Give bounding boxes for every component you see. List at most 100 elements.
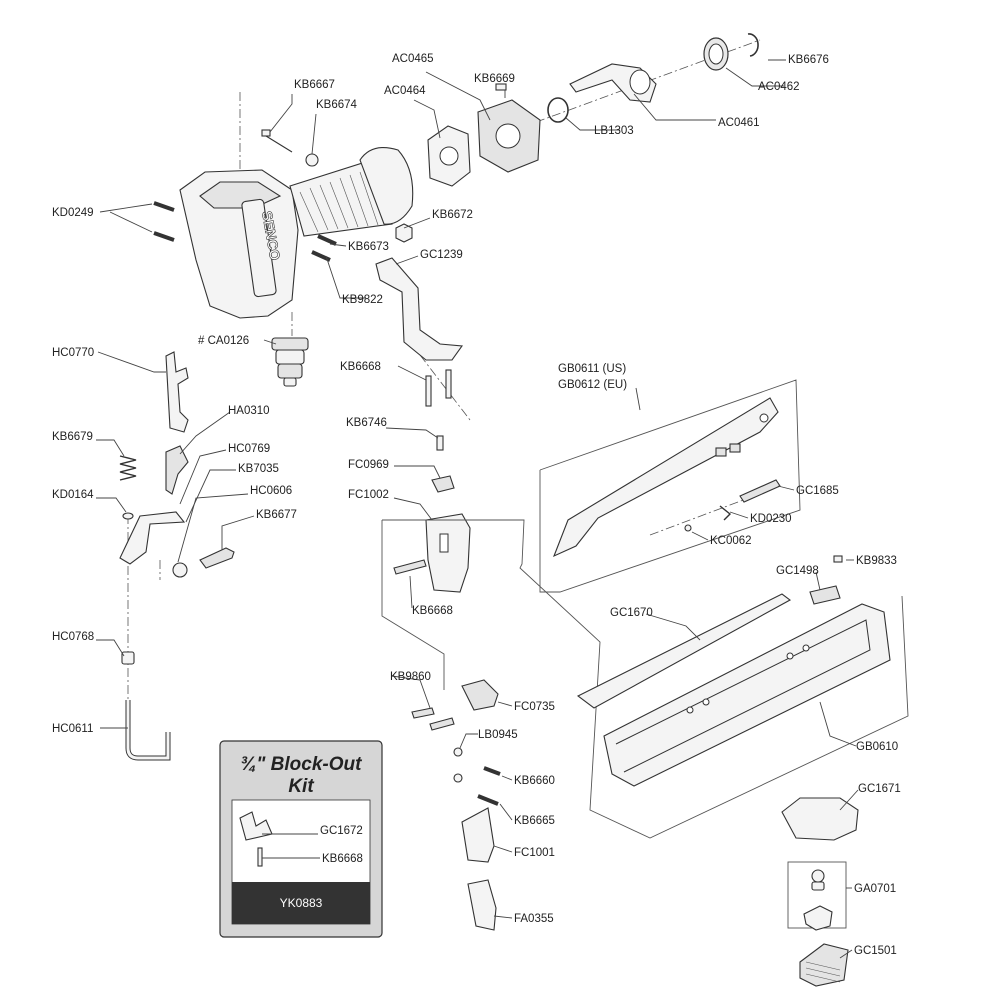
label-ac0462: AC0462: [758, 81, 800, 93]
label-ha0310: HA0310: [228, 405, 270, 417]
cap-ga0701: [811, 869, 825, 883]
label-kb9860: KB9860: [390, 671, 431, 683]
lever-hc0770: [165, 351, 189, 433]
label-fa0355: FA0355: [514, 913, 554, 925]
screw-kb9860-b: [429, 717, 455, 731]
label-ac0461: AC0461: [718, 117, 760, 129]
washer-lb0945-a: [453, 747, 463, 757]
nut-kb6672: [395, 223, 413, 243]
label-kb6665: KB6665: [514, 815, 555, 827]
screw-kb6668-a: [425, 375, 432, 407]
clip-kb6676: [747, 33, 759, 57]
washer-kb6674: [305, 153, 319, 167]
label-fc0969: FC0969: [348, 459, 389, 471]
label-kb6674: KB6674: [316, 99, 358, 111]
pin-kd0249-a: [153, 201, 175, 212]
parts-top: [153, 33, 759, 407]
screw-kb6677: [199, 547, 235, 569]
label-fc1002: FC1002: [348, 489, 389, 501]
tip-gc1501: [799, 943, 849, 987]
pin-gc1685: [739, 479, 781, 503]
label-kb9833: KB9833: [856, 555, 897, 567]
pin-kb6673: [317, 234, 337, 246]
part-labels: KB6676 AC0465 KB6669 AC0462 KB6667 KB667…: [52, 53, 901, 957]
label-kb6679: KB6679: [52, 431, 93, 443]
label-hc0769: HC0769: [228, 443, 270, 455]
screw-kb9833: [833, 555, 843, 563]
magazine-group-outlines: [381, 379, 909, 839]
washer-kd0164: [122, 512, 134, 520]
stop-fc0969: [431, 475, 455, 493]
label-kb6660: KB6660: [514, 775, 555, 787]
latch-fa0355: [467, 879, 497, 931]
label-gb0610: GB0610: [856, 741, 898, 753]
pin-kb6660: [483, 766, 501, 776]
kit-code: YK0883: [280, 896, 323, 910]
label-gc1671: GC1671: [858, 783, 901, 795]
kit-title-line2: Kit: [288, 776, 314, 797]
label-kb6676: KB6676: [788, 54, 829, 66]
leader-lines: [96, 59, 859, 959]
screw-kb6668-b: [445, 369, 452, 399]
label-fc0735: FC0735: [514, 701, 555, 713]
kit-label-kb6668: KB6668: [322, 853, 363, 865]
block-out-kit-panel: ¾" Block-Out Kit GC1672 KB6668 YK0883: [219, 740, 383, 938]
label-kb6677: KB6677: [256, 509, 297, 521]
bushing-hc0606: [172, 562, 188, 578]
block-fc0735: [461, 679, 499, 711]
valve-ca0126: [271, 337, 309, 387]
door-fc1001: [461, 807, 495, 863]
screw-kb6746: [436, 435, 444, 451]
spring-kb6679: [119, 455, 137, 481]
screw-kb6669: [495, 83, 507, 91]
label-lb1303: LB1303: [594, 125, 634, 137]
ball-kc0062: [684, 524, 692, 532]
label-ga0701: GA0701: [854, 883, 896, 895]
pin-kd0249-b: [153, 231, 175, 242]
label-gb0612: GB0612 (EU): [558, 379, 627, 391]
label-kd0249: KD0249: [52, 207, 94, 219]
trigger-hc0769: [119, 511, 186, 565]
kit-title-line1: ¾" Block-Out: [241, 754, 363, 775]
parts-left: [119, 351, 235, 761]
bracket-gc1239: [375, 257, 464, 361]
label-hc0606: HC0606: [250, 485, 292, 497]
kit-label-gc1672: GC1672: [320, 825, 363, 837]
screw-kb9860-a: [411, 707, 435, 719]
washer-lb0945-b: [453, 773, 463, 783]
rod-hc0611: [125, 700, 171, 761]
label-ac0464: AC0464: [384, 85, 426, 97]
label-fc1001: FC1001: [514, 847, 555, 859]
rail-gb0611: [552, 397, 779, 558]
label-kb6668-mid: KB6668: [412, 605, 453, 617]
trigger-ha0310: [165, 445, 189, 495]
parts-middle: [393, 435, 501, 931]
screw-kb6668-c: [393, 559, 427, 575]
label-lb0945: LB0945: [478, 729, 518, 741]
nose-fc1002: [425, 513, 471, 593]
label-kb6746: KB6746: [346, 417, 387, 429]
label-kb9822: KB9822: [342, 294, 383, 306]
label-kb6672: KB6672: [432, 209, 473, 221]
spring-kd0230: [719, 505, 732, 521]
kit-screw-kb6668: [257, 847, 263, 867]
magazine-gb0610: [603, 603, 891, 787]
pin-kb6665: [477, 794, 499, 806]
label-kb6667: KB6667: [294, 79, 335, 91]
latch-gc1671: [781, 797, 859, 841]
label-gc1685: GC1685: [796, 485, 839, 497]
label-kd0230: KD0230: [750, 513, 792, 525]
sleeve-hc0768: [121, 651, 135, 665]
label-kb6669: KB6669: [474, 73, 515, 85]
parts-magazine: [552, 397, 891, 987]
label-kc0062: KC0062: [710, 535, 752, 547]
label-kb6673: KB6673: [348, 241, 389, 253]
oring-lb1303: [547, 97, 569, 123]
label-ac0465: AC0465: [392, 53, 434, 65]
label-gc1239: GC1239: [420, 249, 463, 261]
kit-part-gc1672: [239, 811, 273, 841]
label-gc1670: GC1670: [610, 607, 653, 619]
label-kb6668-top: KB6668: [340, 361, 381, 373]
clip-gc1498: [809, 585, 841, 605]
label-gb0611: GB0611 (US): [558, 363, 626, 375]
